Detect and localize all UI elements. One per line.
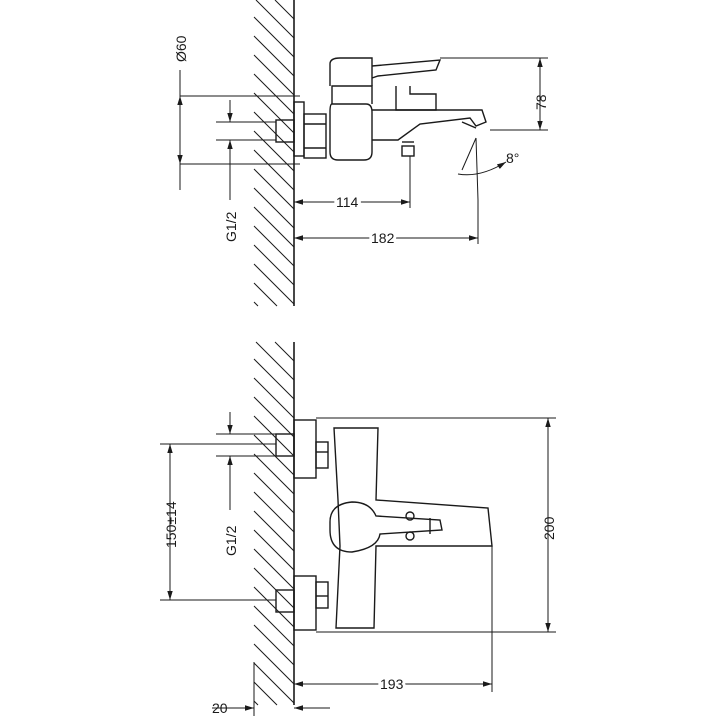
hatch-line <box>253 586 295 628</box>
hatch-line <box>253 282 278 307</box>
wall-bottom-hatching <box>253 341 295 706</box>
dim-overall-depth <box>294 546 493 692</box>
hatch-line <box>253 567 295 609</box>
hatch-line <box>253 263 295 305</box>
side-view-faucet <box>275 57 487 161</box>
hatch-line <box>253 396 295 438</box>
hatch-line <box>253 434 295 476</box>
hatch-line <box>274 341 295 362</box>
dim-outlet-offset-label: 114 <box>336 194 359 210</box>
hatch-line <box>253 377 295 419</box>
dim-spout-angle-label: 8° <box>506 150 519 166</box>
hatch-line <box>253 472 295 514</box>
hatch-line <box>253 73 295 115</box>
hatch-line <box>253 358 295 400</box>
hatch-line <box>253 510 295 552</box>
hatch-line <box>253 605 295 647</box>
dim-overall-height <box>316 417 556 633</box>
hatch-line <box>255 341 295 381</box>
hatch-line <box>253 16 295 58</box>
front-view-faucet <box>275 419 493 631</box>
dim-spout-reach <box>294 200 479 244</box>
dim-wall-offset <box>212 662 330 716</box>
hatch-line <box>253 54 295 96</box>
hatch-line <box>253 662 295 704</box>
hatch-line <box>253 35 295 77</box>
dim-body-diameter-label: Ø60 <box>173 35 189 62</box>
hatch-line <box>253 244 295 286</box>
dim-body-diameter <box>177 70 300 190</box>
dim-height <box>440 57 548 131</box>
dim-spout-angle <box>457 137 507 201</box>
hatch-line <box>253 548 295 590</box>
hatch-line <box>253 187 295 229</box>
hatch-line <box>253 415 295 457</box>
dim-height-label: 78 <box>533 94 549 110</box>
hatch-line <box>253 453 295 495</box>
hatch-line <box>253 92 295 134</box>
hatch-line <box>253 111 295 153</box>
dim-overall-depth-label: 193 <box>380 676 404 692</box>
hatch-line <box>253 681 278 706</box>
hatch-line <box>253 225 295 267</box>
dim-wall-offset-label: 20 <box>212 700 228 716</box>
dim-front-thread <box>216 412 276 510</box>
hatch-line <box>253 301 259 307</box>
hatch-line <box>253 168 295 210</box>
hatch-line <box>253 491 295 533</box>
hatch-line <box>253 529 295 571</box>
dim-overall-height-label: 200 <box>541 516 557 540</box>
hatch-line <box>255 0 295 39</box>
dim-side-thread-label: G1/2 <box>223 211 239 242</box>
dim-inlet-spacing <box>160 443 276 601</box>
dim-outlet-offset <box>294 156 411 208</box>
hatch-line <box>253 643 295 685</box>
hatch-line <box>253 206 295 248</box>
dim-side-thread <box>216 100 276 200</box>
dim-front-thread-label: G1/2 <box>223 525 239 556</box>
hatch-line <box>253 624 295 666</box>
wall-top-hatching <box>253 0 295 307</box>
hatch-line <box>253 700 259 706</box>
hatch-line <box>253 149 295 191</box>
hatch-line <box>253 130 295 172</box>
dim-inlet-spacing-label: 150±14 <box>163 501 179 548</box>
hatch-line <box>274 0 295 20</box>
dim-spout-reach-label: 182 <box>371 230 395 246</box>
